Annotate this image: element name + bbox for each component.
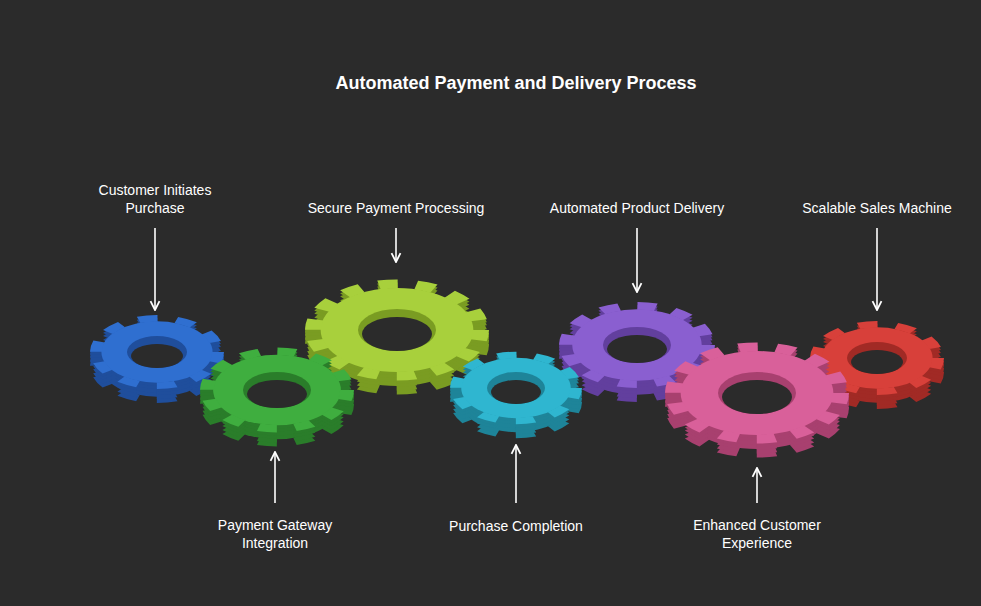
leader-arrow: [756, 468, 758, 503]
step-label: Payment Gateway Integration: [200, 516, 350, 552]
green-gear: [207, 351, 347, 442]
leader-arrow: [154, 228, 156, 310]
diagram-title: Automated Payment and Delivery Process: [335, 73, 696, 94]
step-label: Customer Initiates Purchase: [80, 181, 230, 217]
cyan-gear: [456, 355, 576, 435]
pink-gear: [673, 347, 840, 453]
leader-arrow: [636, 228, 638, 292]
step-label: Scalable Sales Machine: [782, 199, 972, 217]
step-label: Enhanced Customer Experience: [682, 516, 832, 552]
leader-arrow: [515, 445, 517, 503]
step-label: Purchase Completion: [406, 517, 626, 535]
step-label: Automated Product Delivery: [522, 199, 752, 217]
blue-gear: [96, 318, 218, 399]
leader-arrow: [876, 228, 878, 310]
leader-arrow: [274, 452, 276, 503]
step-label: Secure Payment Processing: [266, 199, 526, 217]
leader-arrow: [395, 228, 397, 262]
